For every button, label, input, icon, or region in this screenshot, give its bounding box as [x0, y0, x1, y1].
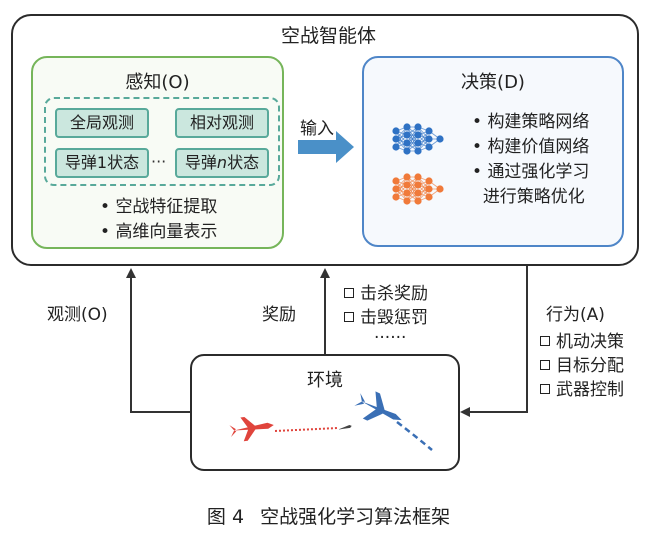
value-network-icon	[392, 173, 444, 205]
decision-bullets: • 构建策略网络 • 构建价值网络 • 通过强化学习 进行策略优化	[472, 110, 589, 210]
perception-bullet: • 高维向量表示	[100, 222, 218, 242]
network-node	[403, 189, 411, 197]
decision-title: 决策(D)	[461, 72, 525, 93]
input-label: 输入	[300, 119, 334, 139]
figure-title: 空战强化学习算法框架	[260, 506, 451, 528]
network-edge	[395, 126, 408, 148]
network-node	[392, 193, 400, 201]
network-edge	[395, 176, 408, 198]
network-node	[403, 173, 411, 181]
network-edge	[406, 176, 419, 202]
decision-box	[362, 56, 624, 247]
network-node	[392, 177, 400, 185]
network-node	[425, 177, 433, 185]
network-node	[425, 135, 433, 143]
network-node	[425, 193, 433, 201]
network-node	[436, 135, 444, 143]
action-item: 目标分配	[540, 354, 624, 378]
observe-arrow	[126, 268, 190, 413]
blue-aircraft-icon	[354, 391, 402, 421]
network-node	[414, 131, 422, 139]
network-node	[425, 127, 433, 135]
network-node	[403, 147, 411, 155]
network-node	[403, 139, 411, 147]
reward-item: 击杀奖励	[344, 282, 428, 306]
reward-item: 击毁惩罚	[344, 306, 428, 330]
obs-missile-n: 导弹n状态	[175, 148, 269, 178]
network-edge	[417, 130, 430, 152]
network-node	[392, 135, 400, 143]
blue-flight-path	[396, 421, 433, 451]
obs-global: 全局观测	[55, 108, 149, 138]
policy-network-icon	[392, 123, 444, 155]
decision-bullet: • 构建策略网络	[472, 112, 590, 132]
reward-list: 击杀奖励 击毁惩罚 ······	[344, 282, 428, 348]
action-item: 武器控制	[540, 378, 624, 402]
decision-bullet: • 通过强化学习	[472, 162, 590, 182]
network-node	[414, 181, 422, 189]
environment-box	[190, 354, 460, 471]
network-node	[392, 143, 400, 151]
network-node	[414, 197, 422, 205]
reward-ellipsis: ······	[374, 328, 407, 348]
network-edge	[417, 180, 430, 202]
network-node	[414, 189, 422, 197]
observe-label: 观测(O)	[47, 305, 108, 325]
action-arrow	[460, 266, 528, 417]
obs-missile-1: 导弹1状态	[55, 148, 149, 178]
missile-icon	[338, 424, 352, 430]
observation-group	[44, 97, 280, 186]
perception-bullets: • 空战特征提取 • 高维向量表示	[100, 195, 217, 245]
obs-relative: 相对观测	[175, 108, 269, 138]
network-node	[403, 197, 411, 205]
perception-title: 感知(O)	[125, 72, 190, 93]
network-node	[403, 181, 411, 189]
agent-box	[11, 14, 639, 266]
network-node	[414, 139, 422, 147]
network-node	[403, 131, 411, 139]
action-label: 行为(A)	[546, 305, 605, 325]
network-node	[414, 147, 422, 155]
network-node	[414, 123, 422, 131]
network-node	[392, 185, 400, 193]
decision-bullet: 进行策略优化	[482, 187, 585, 207]
network-node	[414, 173, 422, 181]
agent-title: 空战智能体	[280, 25, 376, 47]
red-aircraft-icon	[229, 416, 274, 442]
network-node	[392, 127, 400, 135]
network-node	[436, 185, 444, 193]
perception-bullet: • 空战特征提取	[100, 197, 218, 217]
network-node	[425, 185, 433, 193]
missile-trail	[274, 427, 339, 432]
obs-ellipsis: ···	[151, 152, 167, 171]
figure-caption: 图 4 空战强化学习算法框架	[0, 502, 657, 529]
reward-label: 奖励	[262, 305, 296, 325]
figure-number: 图 4	[206, 506, 245, 528]
action-list: 机动决策 目标分配 武器控制	[540, 330, 624, 402]
input-arrow	[298, 131, 354, 163]
action-item: 机动决策	[540, 330, 624, 354]
decision-bullet: • 构建价值网络	[472, 137, 590, 157]
environment-title: 环境	[307, 370, 343, 391]
network-edge	[406, 126, 419, 152]
network-node	[425, 143, 433, 151]
network-node	[403, 123, 411, 131]
